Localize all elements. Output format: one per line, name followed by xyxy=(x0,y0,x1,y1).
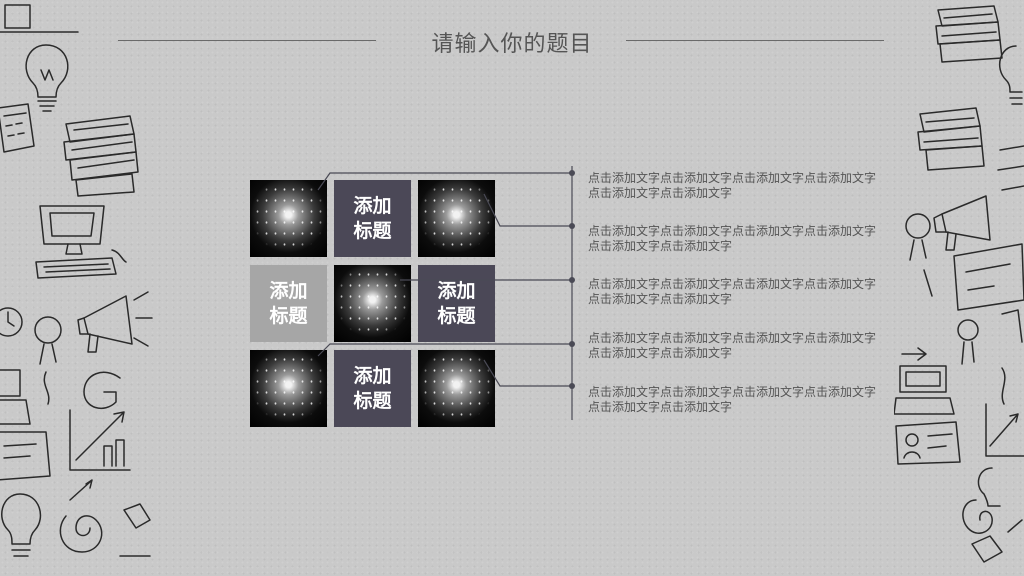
magnifier-icon xyxy=(905,213,933,297)
card-icon xyxy=(895,421,961,465)
tile-title-2-label: 添加标题 xyxy=(353,194,392,242)
frame-icon xyxy=(0,4,79,33)
tile-image-7 xyxy=(250,350,327,427)
tile-image-9 xyxy=(418,350,495,427)
target-icon xyxy=(83,371,121,410)
growth-chart-icon xyxy=(985,403,1024,457)
target-icon xyxy=(962,499,1023,563)
title-rule-left xyxy=(118,40,376,41)
card-icon xyxy=(0,431,51,481)
tile-title-8-label: 添加标题 xyxy=(353,364,392,412)
tile-image-3 xyxy=(418,180,495,257)
magnifier-icon xyxy=(957,319,979,365)
list-item-2[interactable]: 点击添加文字点击添加文字点击添加文字点击添加文字点击添加文字点击添加文字 xyxy=(588,224,877,253)
list-item-4[interactable]: 点击添加文字点击添加文字点击添加文字点击添加文字点击添加文字点击添加文字 xyxy=(588,331,877,360)
connector-dot-5 xyxy=(569,383,575,389)
clock-icon xyxy=(0,307,23,337)
lightbulb-icon xyxy=(977,467,1001,507)
lightbulb-icon xyxy=(998,45,1023,105)
list-item-1[interactable]: 点击添加文字点击添加文字点击添加文字点击添加文字点击添加文字点击添加文字 xyxy=(588,171,877,200)
magnifier-icon xyxy=(34,316,62,405)
left-doodles xyxy=(0,4,153,557)
growth-chart-icon xyxy=(69,409,131,471)
arrow-icon xyxy=(901,347,927,361)
connector-dot-2 xyxy=(569,223,575,229)
megaphone-icon xyxy=(933,195,991,251)
title-rule-right xyxy=(626,40,884,41)
tile-title-6[interactable]: 添加标题 xyxy=(418,265,495,342)
computer-icon xyxy=(894,365,955,415)
tile-title-8[interactable]: 添加标题 xyxy=(334,350,411,427)
books-icon xyxy=(997,145,1024,191)
laptop-icon xyxy=(0,369,31,425)
computer-icon xyxy=(35,205,127,279)
tile-title-2[interactable]: 添加标题 xyxy=(334,180,411,257)
connector-dot-3 xyxy=(569,277,575,283)
lightbulb-icon xyxy=(25,44,69,112)
arrow-icon xyxy=(119,503,151,557)
connector-dot-4 xyxy=(569,341,575,347)
connector-dot-1 xyxy=(569,170,575,176)
page-title: 请输入你的题目 xyxy=(431,32,593,57)
connector-2 xyxy=(483,193,572,227)
books-icon xyxy=(917,107,985,171)
card-icon xyxy=(953,243,1024,311)
lightbulb-icon xyxy=(1,493,42,557)
tile-title-4-label: 添加标题 xyxy=(269,279,308,327)
right-doodles xyxy=(894,5,1024,563)
books-icon xyxy=(63,115,139,197)
growth-chart-icon xyxy=(1001,309,1023,405)
books-icon xyxy=(935,5,1003,63)
calculator-icon xyxy=(0,103,35,153)
tile-title-4[interactable]: 添加标题 xyxy=(250,265,327,342)
connector-5 xyxy=(483,359,572,387)
tile-image-5 xyxy=(334,265,411,342)
tile-image-1 xyxy=(250,180,327,257)
megaphone-icon xyxy=(77,291,153,353)
list-item-5[interactable]: 点击添加文字点击添加文字点击添加文字点击添加文字点击添加文字点击添加文字 xyxy=(588,385,877,414)
list-item-3[interactable]: 点击添加文字点击添加文字点击添加文字点击添加文字点击添加文字点击添加文字 xyxy=(588,277,877,306)
tile-title-6-label: 添加标题 xyxy=(437,279,476,327)
target-icon xyxy=(59,479,103,553)
